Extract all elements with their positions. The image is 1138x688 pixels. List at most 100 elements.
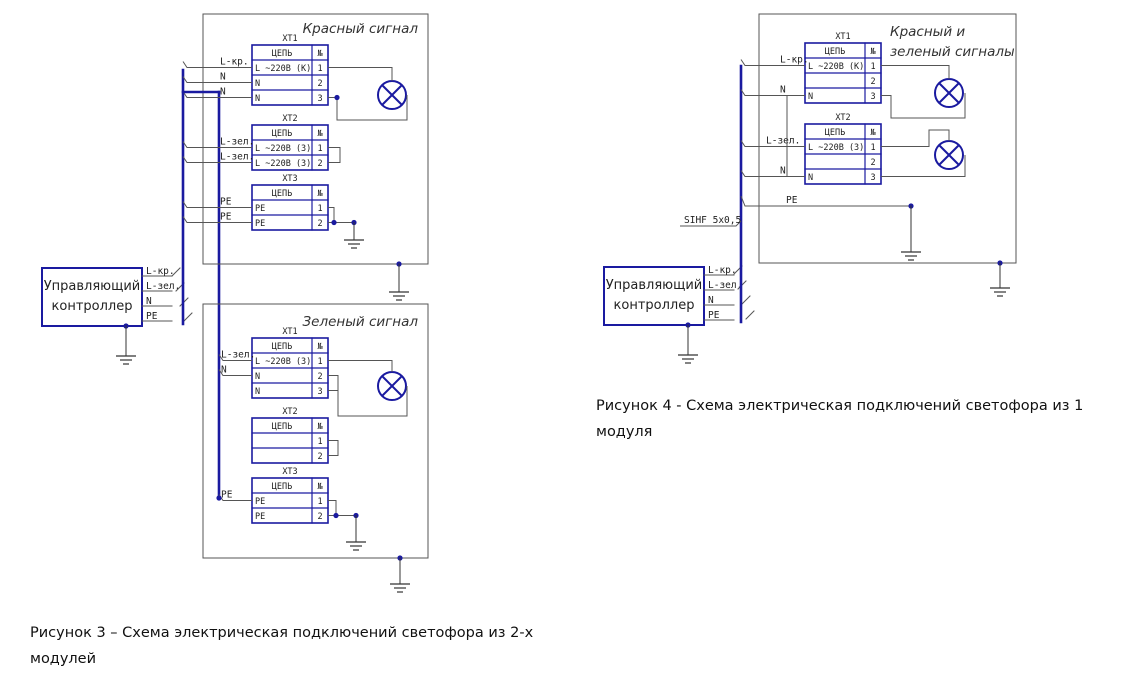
- combined-xt2-row-num: 2: [870, 158, 875, 168]
- green-xt3-row-num: 1: [317, 497, 322, 507]
- combined-xt2-header-num: №: [869, 128, 875, 138]
- red-frame-ground-icon: [389, 280, 409, 301]
- lamp-cross: [381, 375, 403, 397]
- combined-xt1-header-num: №: [869, 47, 875, 57]
- green-xt2-label: XT2: [282, 407, 297, 417]
- red-wire-label: N: [220, 72, 226, 83]
- green-xt2-header-circuit: ЦЕПЬ: [272, 422, 292, 432]
- junction-node: [334, 94, 340, 101]
- combined-lamp-wire: [881, 65, 950, 79]
- combined-lamp-wire: [881, 93, 966, 119]
- combined-wire: [740, 170, 805, 177]
- combined-xt1-label: XT1: [835, 32, 850, 42]
- red-xt1-label: XT1: [282, 34, 297, 44]
- red-xt1-row-circuit: N: [255, 79, 260, 89]
- red-wire-label: L-кр.: [220, 57, 249, 68]
- red-module-frame: [202, 13, 429, 265]
- red-wire: [182, 76, 252, 83]
- green-lamp-wire: [328, 360, 393, 372]
- controller-output-label: N: [708, 295, 714, 306]
- combined-module-title-1: Красный и: [890, 24, 965, 40]
- green-xt3-label: XT3: [282, 467, 297, 477]
- red-xt3-header-num: №: [316, 189, 322, 199]
- combined-wire: [740, 89, 805, 96]
- lamp-cross: [938, 82, 960, 104]
- red-xt3-label: XT3: [282, 174, 297, 184]
- red-wire: [182, 156, 252, 163]
- green-xt1-jumper: [328, 375, 339, 391]
- green-xt2-row-num: 2: [317, 452, 322, 462]
- junction-node: [331, 219, 337, 226]
- red-xt3-row-circuit: PE: [255, 204, 265, 214]
- red-module-title: Красный сигнал: [303, 21, 419, 37]
- controller-label-1: Управляющий: [606, 278, 703, 293]
- combined-module-title-2: зеленый сигналы: [890, 44, 1015, 60]
- red-module-ground-icon: [344, 228, 364, 249]
- red-wire: [182, 201, 252, 208]
- green-xt3-jumper: [328, 500, 337, 516]
- red-xt1-row-num: 3: [317, 94, 322, 104]
- green-lamp-wire: [337, 386, 408, 417]
- red-xt1-header-circuit: ЦЕПЬ: [272, 49, 292, 59]
- green-wire: [218, 354, 252, 361]
- lamp-cross: [938, 144, 960, 166]
- green-xt1-header-num: №: [316, 342, 322, 352]
- combined-frame-ground-icon: [990, 276, 1010, 297]
- red-wire-label: L-зел.: [220, 152, 254, 163]
- green-wire: [218, 369, 252, 376]
- red-wire-label: L-зел.: [220, 137, 254, 148]
- controller-label-2: контроллер: [614, 298, 695, 313]
- controller-output-label: L-кр.: [146, 266, 175, 277]
- red-lamp-icon: [377, 80, 407, 110]
- green-xt2-header-num: №: [316, 422, 322, 432]
- red-xt3-row-circuit: PE: [255, 219, 265, 229]
- red-wire-label: N: [220, 87, 226, 98]
- green-lamp-icon: [377, 371, 407, 401]
- red-wire: [182, 216, 252, 223]
- lamp-cross: [381, 84, 403, 106]
- red-wire: [182, 91, 252, 98]
- green-xt1-row-circuit: N: [255, 372, 260, 382]
- combined-pe-wire: [740, 195, 911, 207]
- controller-ground-icon: [116, 344, 136, 365]
- red-xt3-row-num: 2: [317, 219, 322, 229]
- combined-xt1-header-circuit: ЦЕПЬ: [825, 47, 845, 57]
- red-xt2-row-circuit: L ~220В (З): [255, 144, 311, 154]
- controller-output-label: L-зел.: [708, 280, 742, 291]
- figure-3-caption: Рисунок 3 – Схема электрическая подключе…: [30, 625, 534, 667]
- green-xt3-row-circuit: PE: [255, 497, 265, 507]
- combined-pe-ground-icon: [901, 240, 921, 261]
- combined-green-lamp-icon: [934, 140, 964, 170]
- combined-xt1-row-num: 2: [870, 77, 875, 87]
- green-xt1-row-num: 3: [317, 387, 322, 397]
- combined-xt2-row-circuit: N: [808, 173, 813, 183]
- combined-xt1-row-circuit: N: [808, 92, 813, 102]
- green-xt1-label: XT1: [282, 327, 297, 337]
- red-xt3-jumper: [328, 207, 335, 223]
- green-xt3-row-num: 2: [317, 512, 322, 522]
- green-xt3-row-circuit: PE: [255, 512, 265, 522]
- combined-module-frame: [758, 13, 1017, 264]
- red-xt2-header-num: №: [316, 129, 322, 139]
- controller-label-1: Управляющий: [44, 279, 141, 294]
- bundle-entry-line: [745, 310, 755, 320]
- green-module-ground-icon: [346, 530, 366, 551]
- junction-node: [333, 512, 339, 519]
- controller-output-label: L-кр.: [708, 265, 737, 276]
- red-wire-label: PE: [220, 212, 232, 223]
- green-wire-label: L-зел.: [221, 350, 255, 361]
- cable-label-leader: [680, 220, 742, 227]
- red-xt2-label: XT2: [282, 114, 297, 124]
- red-wire: [182, 141, 252, 148]
- controller-label-2: контроллер: [52, 299, 133, 314]
- controller-ground-icon: [678, 343, 698, 364]
- controller-output-label: N: [146, 296, 152, 307]
- green-xt1-row-circuit: L ~220В (З): [255, 357, 311, 367]
- combined-red-lamp-icon: [934, 78, 964, 108]
- red-lamp-wire: [328, 67, 393, 81]
- figure-4-caption: Рисунок 4 - Схема электрическая подключе…: [596, 398, 1084, 440]
- cable-label: SIHF 5x0,5: [684, 215, 741, 226]
- combined-lamp-wire: [881, 129, 950, 147]
- red-wire-label: PE: [220, 197, 232, 208]
- controller-output-label: PE: [708, 310, 720, 321]
